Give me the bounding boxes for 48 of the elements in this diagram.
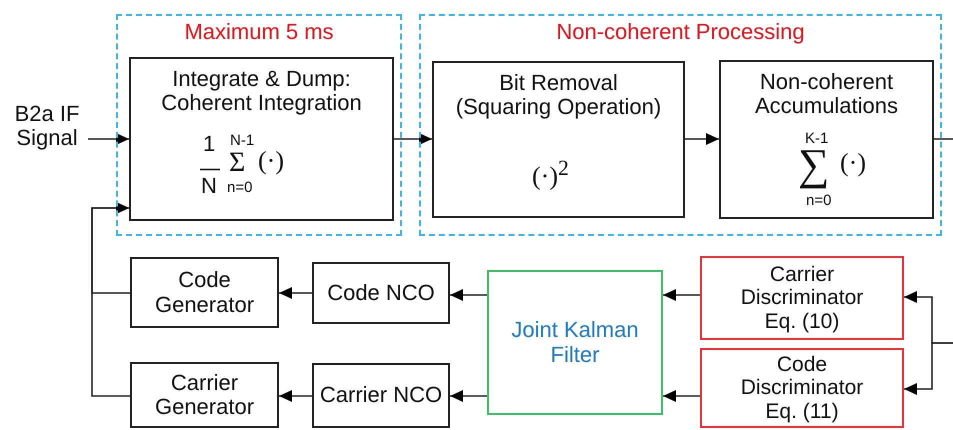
arrow bbox=[685, 133, 719, 145]
arrow bbox=[904, 342, 953, 395]
block-title: Bit Removal (Squaring Operation) bbox=[454, 71, 662, 120]
formula-symbol: n=0 bbox=[227, 180, 252, 195]
filter-block bbox=[487, 270, 663, 415]
discriminator-block bbox=[700, 256, 904, 340]
arrow bbox=[88, 133, 129, 145]
arrow bbox=[450, 289, 487, 301]
process-block bbox=[432, 61, 685, 218]
formula-symbol: (·)$^{2}$ bbox=[532, 158, 569, 190]
block-label: Carrier NCO bbox=[318, 383, 444, 408]
arrow bbox=[663, 289, 700, 301]
block-label: Code Discriminator Eq. (11) bbox=[740, 353, 864, 423]
process-block bbox=[130, 257, 279, 328]
arrow bbox=[91, 202, 130, 397]
arrow bbox=[279, 390, 312, 402]
process-block bbox=[312, 363, 450, 428]
group-heading: Non-coherent Processing bbox=[555, 20, 806, 44]
process-block bbox=[130, 362, 279, 428]
arrow bbox=[663, 390, 700, 402]
block-title: Non-coherent Accumulations bbox=[754, 70, 900, 118]
formula-symbol: N-1 bbox=[230, 133, 254, 148]
formula-symbol: K-1 bbox=[805, 131, 828, 146]
block-label: Carrier Discriminator Eq. (10) bbox=[740, 263, 864, 333]
group-frame bbox=[116, 14, 402, 236]
process-block bbox=[312, 262, 450, 324]
process-block bbox=[719, 60, 934, 219]
block-label: Carrier Generator bbox=[154, 370, 256, 420]
arrow bbox=[279, 287, 312, 299]
input-label: B2a IF Signal bbox=[14, 102, 80, 150]
connector-line bbox=[934, 138, 953, 140]
arrow bbox=[394, 133, 432, 145]
block-label: Code NCO bbox=[326, 280, 436, 306]
discriminator-block bbox=[700, 348, 904, 428]
formula-symbol: n=0 bbox=[806, 193, 832, 208]
group-frame bbox=[419, 14, 942, 236]
formula-symbol: ∑ bbox=[798, 143, 830, 187]
block-label: Joint Kalman Filter bbox=[510, 318, 640, 367]
arrow bbox=[450, 390, 487, 402]
group-heading: Maximum 5 ms bbox=[183, 20, 335, 44]
formula-symbol: N bbox=[201, 175, 217, 197]
formula-symbol: Σ bbox=[229, 149, 246, 177]
process-block bbox=[129, 57, 394, 221]
formula-symbol: (·) bbox=[258, 148, 284, 174]
block-label: Code Generator bbox=[154, 268, 256, 317]
formula-symbol: (·) bbox=[840, 150, 866, 176]
formula-symbol: 1 bbox=[203, 133, 216, 155]
block-title: Integrate & Dump: Coherent Integration bbox=[160, 67, 363, 116]
